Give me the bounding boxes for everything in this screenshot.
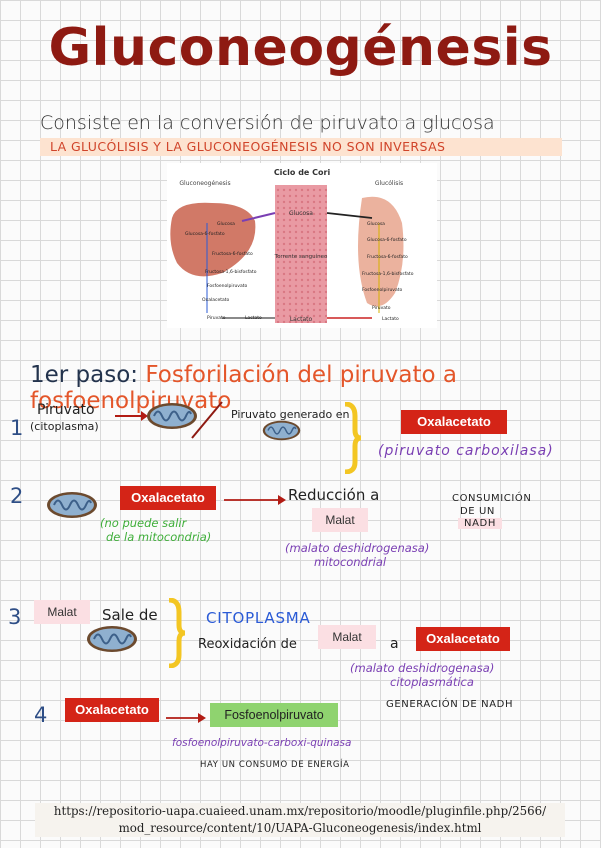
step-3-reox: Reoxidación de	[198, 637, 297, 652]
step-3-number: 3	[8, 605, 22, 629]
muscle-step: Fructosa-1,6-bisfosfato	[362, 271, 414, 277]
malat-box: Malat	[34, 600, 90, 624]
step-2-enzyme-line1: (malato deshidrogenasa)	[285, 541, 430, 555]
mitochondrion-icon	[46, 491, 98, 519]
muscle-steps: Glucosa Glucosa-6-fosfato Fructosa-6-fos…	[362, 221, 414, 322]
oxalacetato-box: Oxalacetato	[120, 486, 216, 510]
muscle-shape	[358, 196, 404, 307]
muscle-step: Glucosa	[367, 221, 385, 227]
cori-cycle-diagram: Ciclo de Cori Gluconeogénesis Glucólisis…	[167, 163, 437, 328]
fosfoenolpiruvato-box: Fosfoenolpiruvato	[210, 703, 338, 727]
reference-line2: mod_resource/content/10/UAPA-Gluconeogen…	[118, 821, 482, 835]
step-4-enzyme: fosfoenolpiruvato-carboxi-quinasa	[172, 737, 352, 749]
step-3-a: a	[390, 636, 399, 652]
brace-icon	[168, 598, 186, 668]
slash-divider	[191, 401, 223, 439]
diagram-left-label: Gluconeogénesis	[179, 180, 230, 187]
muscle-step: Fructosa-6-fosfato	[367, 254, 408, 260]
liver-step: Piruvato	[207, 315, 226, 321]
malat-box: Malat	[312, 508, 368, 532]
step-heading: 1er paso: Fosforilación del piruvato a f…	[30, 362, 601, 414]
liver-step: Glucosa-6-fosfato	[185, 231, 225, 237]
arrow-icon	[224, 495, 286, 505]
liver-step: Oxalacetato	[202, 297, 229, 303]
arrow-icon	[115, 411, 148, 421]
step-2-number: 2	[10, 484, 24, 508]
step-3-sale: Sale de	[102, 606, 158, 624]
diagram-center-top: Glucosa	[289, 210, 313, 217]
oxalacetato-box: Oxalacetato	[401, 410, 507, 434]
liver-step: Fructosa-1,6-bisfosfato	[205, 269, 257, 275]
diagram-right-label: Glucólisis	[375, 180, 403, 187]
step-3-enzyme-line1: (malato deshidrogenasa)	[350, 661, 495, 675]
muscle-step: Fosfoenolpiruvato	[362, 287, 402, 293]
diagram-center-mid: Torrente sanguíneo	[274, 253, 328, 260]
cori-cycle-figure: Ciclo de Cori Gluconeogénesis Glucólisis…	[170, 168, 414, 323]
step-1-piruvato: Piruvato	[37, 402, 95, 418]
liver-step: Fructosa-6-fosfato	[212, 251, 253, 257]
liver-shape	[170, 202, 256, 277]
step-4-number: 4	[34, 703, 48, 727]
step-4-nadh: GENERACIÓN DE NADH	[386, 699, 514, 710]
liver-step: Glucosa	[217, 221, 235, 227]
step-2-enzyme-line2: mitocondrial	[314, 555, 387, 569]
diagram-center-bottom: Lactato	[290, 316, 313, 323]
step-1-number: 1	[10, 416, 24, 440]
step-1-citoplasma: (citoplasma)	[30, 420, 99, 433]
highlight-banner: LA GLUCÓLISIS Y LA GLUCONEOGÉNESIS NO SO…	[40, 138, 562, 156]
step-1-generated: Piruvato generado en	[231, 408, 350, 421]
consumption-line3: NADH	[458, 518, 502, 529]
energy-note: HAY UN CONSUMO DE ENERGÍA	[200, 760, 350, 770]
oxalacetato-box: Oxalacetato	[65, 698, 159, 722]
step-2-note-line2: de la mitocondria)	[106, 530, 212, 544]
step-1-enzyme: (piruvato carboxilasa)	[378, 443, 554, 459]
step-3-citoplasma: CITOPLASMA	[206, 609, 311, 627]
muscle-step: Glucosa-6-fosfato	[367, 237, 407, 243]
step-heading-text: Fosforilación del piruvato a fosfoenolpi…	[30, 362, 457, 414]
mitochondrion-icon	[262, 420, 301, 441]
liver-steps: Glucosa Glucosa-6-fosfato Fructosa-6-fos…	[185, 221, 262, 321]
mitochondrion-icon	[86, 625, 138, 653]
consumption-line2: DE UN	[460, 506, 495, 517]
reference-link[interactable]: https://repositorio-uapa.cuaieed.unam.mx…	[35, 803, 565, 837]
muscle-step: Lactato	[382, 316, 399, 322]
page-title: Gluconeogénesis	[48, 18, 553, 78]
oxalacetato-box: Oxalacetato	[416, 627, 510, 651]
malat-box: Malat	[318, 625, 376, 649]
reference-line1: https://repositorio-uapa.cuaieed.unam.mx…	[53, 804, 547, 818]
definition-text: Consiste en la conversión de piruvato a …	[40, 112, 495, 134]
diagram-title: Ciclo de Cori	[274, 168, 331, 177]
arrow-icon	[166, 713, 206, 723]
muscle-step: Piruvato	[372, 305, 391, 311]
step-3-enzyme-line2: citoplasmática	[390, 675, 474, 689]
consumption-line1: CONSUMICIÓN	[452, 493, 532, 504]
step-2-reduction: Reducción a	[288, 486, 380, 504]
brace-icon	[344, 402, 362, 474]
step-heading-prefix: 1er paso:	[30, 362, 146, 388]
step-2-note-line1: (no puede salir	[100, 516, 187, 530]
liver-step: Fosfoenolpiruvato	[207, 283, 247, 289]
liver-step: Lactato	[245, 315, 262, 321]
